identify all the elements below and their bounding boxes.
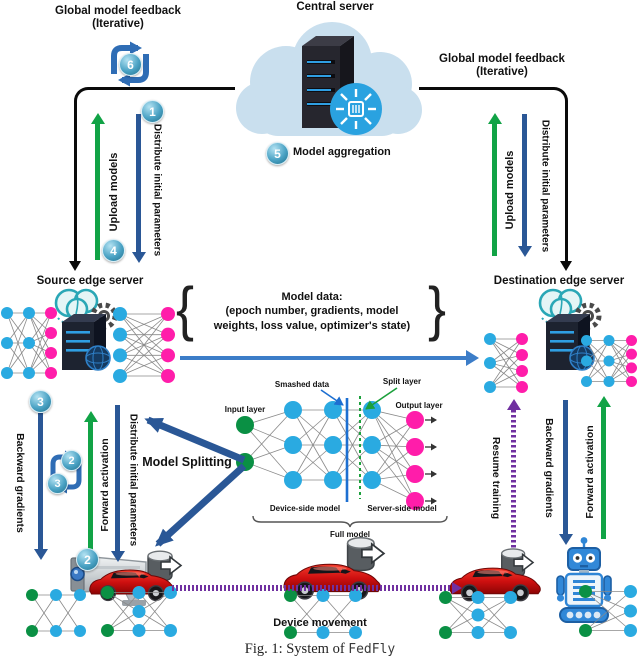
upload-models-label-left: Upload models: [108, 152, 120, 232]
step-badge-6: 6: [119, 53, 142, 76]
feedback-link-left: [74, 87, 235, 266]
arrowhead-purple: [506, 399, 521, 410]
arrowhead-navy: [558, 534, 573, 545]
dest-nn-left: [483, 332, 529, 399]
upload-arrow-right: [492, 124, 497, 256]
source-nn-right: [112, 306, 176, 389]
arrowhead-black-left: [69, 261, 81, 271]
split-layer-pointer: [365, 387, 398, 410]
model-aggregation-label: Model aggregation: [293, 146, 391, 158]
feedback-link-right: [419, 87, 568, 266]
arrowhead-green: [487, 113, 502, 124]
model-transfer-arrow: [180, 356, 468, 360]
backward-gradients-label-right: Backward gradients: [543, 418, 555, 518]
full-model-label: Full model: [330, 530, 370, 539]
step-badge-2: 2: [76, 548, 99, 571]
forward-activation-label-right: Forward activation: [584, 425, 596, 519]
output-layer-nodes: [406, 411, 437, 510]
server-side-label: Server-side model: [367, 504, 436, 513]
split-layer-label: Split layer: [383, 377, 421, 386]
arrowhead-green: [596, 396, 611, 407]
arrowhead-navy: [33, 549, 48, 560]
source-edge-server-label: Source edge server: [36, 275, 144, 287]
brace-left: {: [176, 275, 195, 343]
upload-arrow-left: [95, 124, 100, 260]
arrowhead-black-right: [560, 261, 572, 271]
ai-brain-icon: [330, 83, 382, 135]
resume-training-arrow: [511, 410, 516, 548]
model-data-text: Model data: (epoch number, gradients, mo…: [213, 291, 411, 332]
full-model-brace: [252, 515, 448, 528]
arrowhead-navy: [131, 252, 146, 263]
forward-activation-arrow-left: [88, 422, 93, 550]
smashed-data-pointer: [320, 389, 344, 406]
device-movement-path: [172, 585, 454, 591]
car-nn-destination: [438, 590, 518, 645]
resume-training-label: Resume training: [490, 436, 502, 520]
loop-badge-3: 3: [47, 473, 68, 494]
arrowhead-transfer: [466, 350, 479, 366]
device-movement-label: Device movement: [273, 617, 367, 629]
input-layer-label: Input layer: [225, 405, 265, 414]
car-nn-moving: [283, 588, 363, 645]
device-side-label: Device-side model: [270, 504, 340, 513]
brace-right: }: [428, 275, 447, 343]
model-splitting-label: Model Splitting: [142, 455, 232, 469]
arrowhead-green: [83, 411, 98, 422]
distribute-label-left: Distribute initial parameters: [151, 123, 163, 257]
camera-nn: [25, 588, 87, 643]
hidden-layer-nodes: [284, 401, 381, 489]
backward-gradients-label-left: Backward gradients: [14, 433, 26, 533]
split-model-diagram: Smashed data Split layer Input layer Out…: [225, 377, 448, 539]
distribute-label-bottom: Distribute initial parameters: [127, 413, 139, 547]
step-badge-4: 4: [102, 239, 125, 262]
sync-icon: [111, 41, 149, 87]
output-layer-label: Output layer: [395, 401, 442, 410]
figure-caption: Fig. 1: System of FedFly: [244, 641, 396, 657]
feedback-label-right: Global model feedback (Iterative): [439, 53, 565, 79]
distribute-arrow-bottom: [115, 405, 120, 553]
central-server-label: Central server: [296, 1, 374, 13]
destination-edge-server-label: Destination edge server: [493, 275, 625, 287]
model-splitting-arrows: [144, 416, 247, 547]
central-server-cloud: [236, 22, 422, 136]
feedback-label-left: Global model feedback (Iterative): [55, 5, 181, 31]
forward-activation-label-left: Forward activation: [99, 438, 111, 532]
forward-activation-arrow-right: [601, 407, 606, 539]
source-nn-left: [0, 306, 58, 385]
step-badge-1: 1: [141, 100, 164, 123]
upload-models-label-right: Upload models: [504, 150, 516, 230]
backward-gradients-arrow-left: [38, 413, 43, 551]
distribute-arrow-right: [522, 114, 527, 248]
robot-nn: [578, 584, 638, 643]
arrowhead-purple-right: [452, 582, 462, 594]
iterate-loop-icon: [50, 450, 82, 494]
loop-badge-2: 2: [61, 450, 82, 471]
arrowhead-green: [90, 113, 105, 124]
distribute-arrow-left: [136, 114, 141, 254]
backward-gradients-arrow-right: [563, 400, 568, 536]
distribute-label-right: Distribute initial parameters: [539, 119, 551, 253]
arrowhead-navy: [517, 246, 532, 257]
car-nn-source: [100, 585, 178, 643]
smashed-data-label: Smashed data: [275, 380, 330, 389]
arrowhead-navy: [110, 551, 125, 562]
step-badge-5: 5: [266, 142, 289, 165]
step-badge-3: 3: [29, 390, 52, 413]
dest-nn-right: [580, 334, 638, 393]
